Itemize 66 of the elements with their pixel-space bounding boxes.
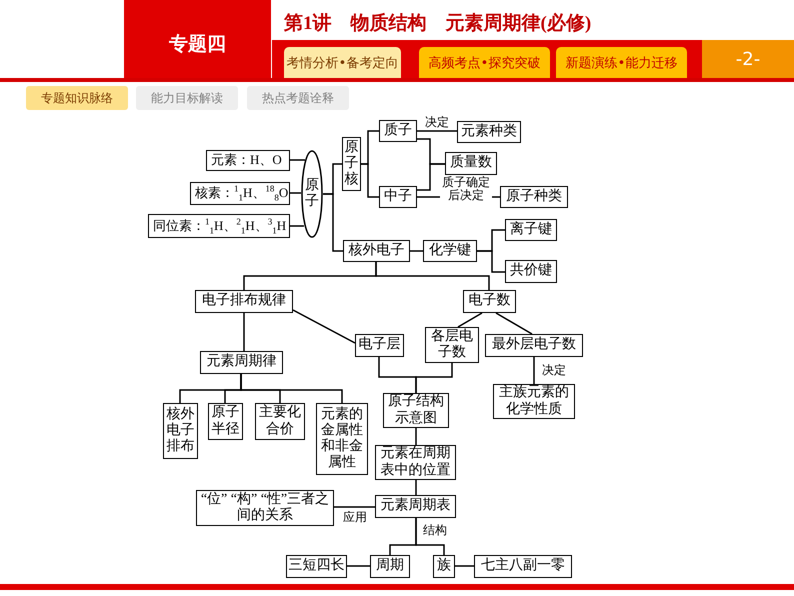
connector-line [290,192,301,194]
concept-box: 元素种类 [457,121,521,143]
concept-box: 原子半径 [208,403,243,440]
concept-box: 共价键 [505,260,557,283]
connector-line [417,130,457,132]
concept-box: 族 [433,555,455,578]
page-number: -2- [702,40,794,78]
concept-box: 元素的金属性和非金属性 [316,403,368,475]
concept-box: 同位素：$^{1}$$_{1}$H、$^{2}$$_{1}$H、$^{3}$$_{1}$H [148,214,290,238]
connector-line [240,374,343,403]
connector-line [477,250,505,273]
concept-box: 电子数 [463,290,516,313]
concept-box: 原子种类 [500,186,568,208]
nav-tab: 新题演练•能力迁移 [556,47,687,78]
connector-line [417,163,445,191]
concept-box: 离子键 [505,219,557,241]
concept-box: 电子排布规律 [195,290,293,313]
concept-box: 周期 [370,555,410,578]
sub-tab: 热点考题诠释 [247,86,349,110]
connector-line [415,518,445,555]
sub-tab: 专题知识脉络 [26,86,128,110]
connector-line [458,312,482,328]
chapter-tab: 专题四 [124,0,271,78]
concept-box: 三短四长 [286,555,347,578]
sub-tab: 能力目标解读 [136,86,238,110]
concept-box: 原子核 [342,137,361,191]
concept-box: 七主八副一零 [474,555,572,578]
concept-box: 元素周期表 [375,495,456,518]
concept-box: 中子 [379,186,417,208]
concept-box: 元素：H、O [206,150,290,171]
concept-box: 主族元素的化学性质 [493,384,575,419]
connector-line [243,313,245,351]
nav-tab: 考情分析•备考定向 [284,47,401,78]
concept-box: 各层电子数 [425,327,479,363]
connector-line [347,565,370,567]
concept-box: 质子 [379,120,417,142]
concept-box: “位” “构” “性”三者之间的关系 [196,490,334,526]
connector-line [292,309,356,344]
connector-line [323,193,343,252]
concept-box: 原子结构示意图 [383,393,449,428]
connector-line [415,428,417,445]
concept-box: 最外层电子数 [485,334,583,357]
concept-box: 元素在周期表中的位置 [375,445,456,480]
connector-line [361,163,379,198]
concept-box: 元素周期律 [200,351,283,374]
connector-line [334,506,375,508]
concept-box: 核外电子 [343,240,410,262]
atom-ellipse: 原子 [301,150,323,238]
concept-box: 质量数 [445,152,497,175]
concept-box: 核外电子排布 [163,403,198,459]
concept-box: 主要化合价 [255,403,305,440]
concept-box: 化学键 [423,240,477,262]
connector-line [533,357,535,384]
nav-tab: 高频考点•探究突破 [419,47,550,78]
concept-box: 核素：$^{1}$$_{1}$H、$^{18}$$_{8}$O [190,182,290,205]
connector-line [455,565,474,567]
edge-label: 质子确定后决定 [440,176,492,202]
concept-box: 电子层 [355,334,404,357]
lesson-title: 第1讲 物质结构 元素周期律(必修) [284,12,592,36]
connector-line [415,363,453,393]
connector-line [290,225,304,227]
connector-line [496,312,532,335]
connector-line [415,480,417,495]
connector-line [375,262,490,290]
connector-line [410,250,423,252]
connector-line [290,159,305,161]
